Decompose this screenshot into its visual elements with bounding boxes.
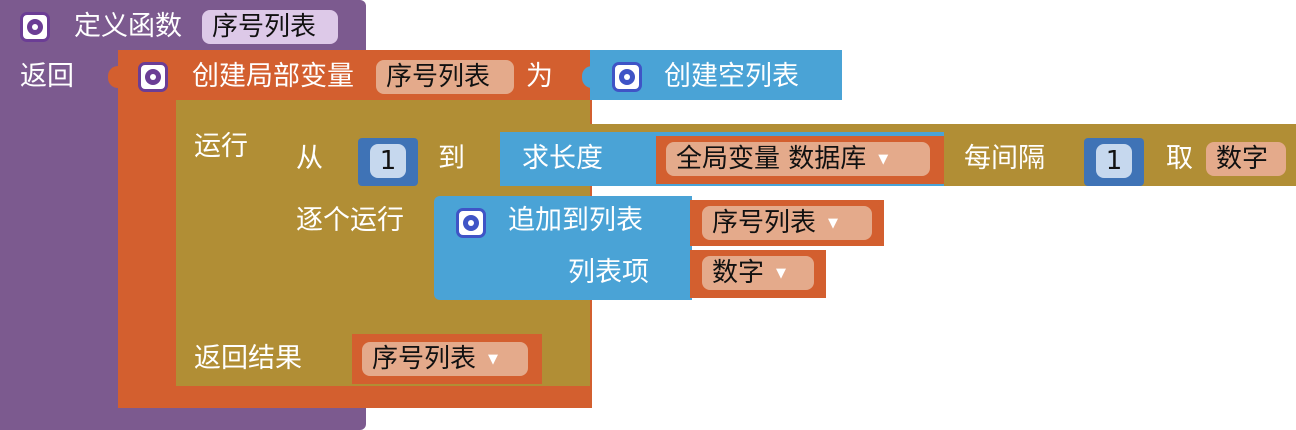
result-var-name: 序号列表 — [372, 344, 477, 374]
do-label: 运行 — [194, 131, 248, 162]
assign-label: 为 — [526, 61, 553, 92]
list-var-name: 序号列表 — [712, 208, 817, 238]
result-label: 返回结果 — [194, 343, 302, 374]
item-var-dropdown[interactable]: 数字 ▼ — [702, 256, 814, 290]
gear-icon[interactable] — [138, 62, 168, 92]
for-range-footer — [276, 300, 494, 328]
local-var-name-field[interactable]: 序号列表 — [376, 60, 514, 94]
from-number-field[interactable]: 1 — [370, 144, 406, 178]
result-var-dropdown[interactable]: 序号列表 ▼ — [362, 342, 528, 376]
dropdown-arrow-icon: ▼ — [878, 151, 889, 167]
input-connector — [108, 66, 118, 88]
to-label: 到 — [438, 143, 465, 174]
procedure-keyword: 定义函数 — [74, 11, 182, 42]
global-var-dropdown[interactable]: 全局变量 数据库 ▼ — [666, 142, 930, 176]
do-each-label: 逐个运行 — [296, 205, 404, 236]
gear-icon[interactable] — [456, 208, 486, 238]
var-label: 取 — [1166, 143, 1193, 174]
create-empty-list-label: 创建空列表 — [664, 61, 799, 92]
from-label: 从 — [296, 143, 323, 174]
gear-icon[interactable] — [612, 62, 642, 92]
item-var-name: 数字 — [712, 258, 765, 288]
step-label: 每间隔 — [964, 143, 1045, 174]
loop-var-field[interactable]: 数字 — [1206, 142, 1286, 176]
append-label: 追加到列表 — [508, 205, 643, 236]
dropdown-arrow-icon: ▼ — [776, 265, 787, 281]
procedure-name-field[interactable]: 序号列表 — [202, 10, 338, 44]
item-label: 列表项 — [568, 257, 649, 288]
input-connector — [582, 66, 592, 88]
dropdown-arrow-icon: ▼ — [488, 351, 499, 367]
length-label: 求长度 — [522, 143, 603, 174]
gear-icon[interactable] — [20, 12, 50, 42]
list-var-dropdown[interactable]: 序号列表 ▼ — [702, 206, 872, 240]
return-label: 返回 — [20, 61, 74, 92]
step-number-field[interactable]: 1 — [1096, 144, 1132, 178]
local-var-keyword: 创建局部变量 — [192, 61, 354, 92]
global-var-name: 全局变量 数据库 — [676, 144, 867, 174]
dropdown-arrow-icon: ▼ — [828, 215, 839, 231]
